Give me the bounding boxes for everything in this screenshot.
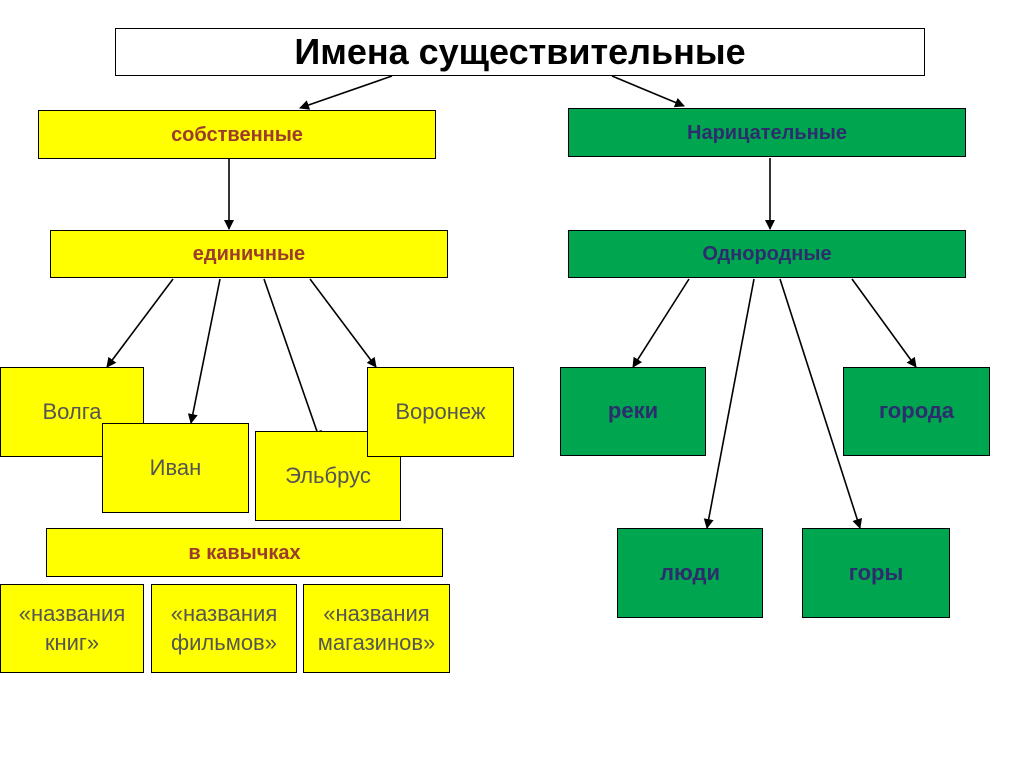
arrow-homogeneous-to-rivers [632, 278, 690, 368]
example-rivers: реки [560, 367, 706, 456]
single-nouns-box: единичные [50, 230, 448, 278]
arrow-single-to-volga [106, 278, 174, 368]
arrow-single-to-elbrus [263, 278, 322, 441]
example-book-titles: «названия книг» [0, 584, 144, 673]
example-mountains: горы [802, 528, 950, 618]
quoted-nouns-box: в кавычках [46, 528, 443, 577]
example-film-titles: «названия фильмов» [151, 584, 297, 673]
example-voronezh: Воронеж [367, 367, 514, 457]
homogeneous-nouns-box: Однородные [568, 230, 966, 278]
example-cities: города [843, 367, 990, 456]
arrow-title-to-proper [299, 75, 393, 110]
common-nouns-box: Нарицательные [568, 108, 966, 157]
arrow-homogeneous-to-cities [851, 278, 917, 368]
arrow-homogeneous-to-people [703, 278, 755, 529]
arrow-single-to-voronezh [309, 278, 377, 368]
example-ivan: Иван [102, 423, 249, 513]
arrow-title-to-common [611, 75, 685, 108]
proper-nouns-box: собственные [38, 110, 436, 159]
arrow-homogeneous-to-mountains [779, 278, 863, 529]
diagram-title: Имена существительные [115, 28, 925, 76]
arrow-single-to-ivan [187, 278, 221, 424]
example-shop-names: «названия магазинов» [303, 584, 450, 673]
example-people: люди [617, 528, 763, 618]
